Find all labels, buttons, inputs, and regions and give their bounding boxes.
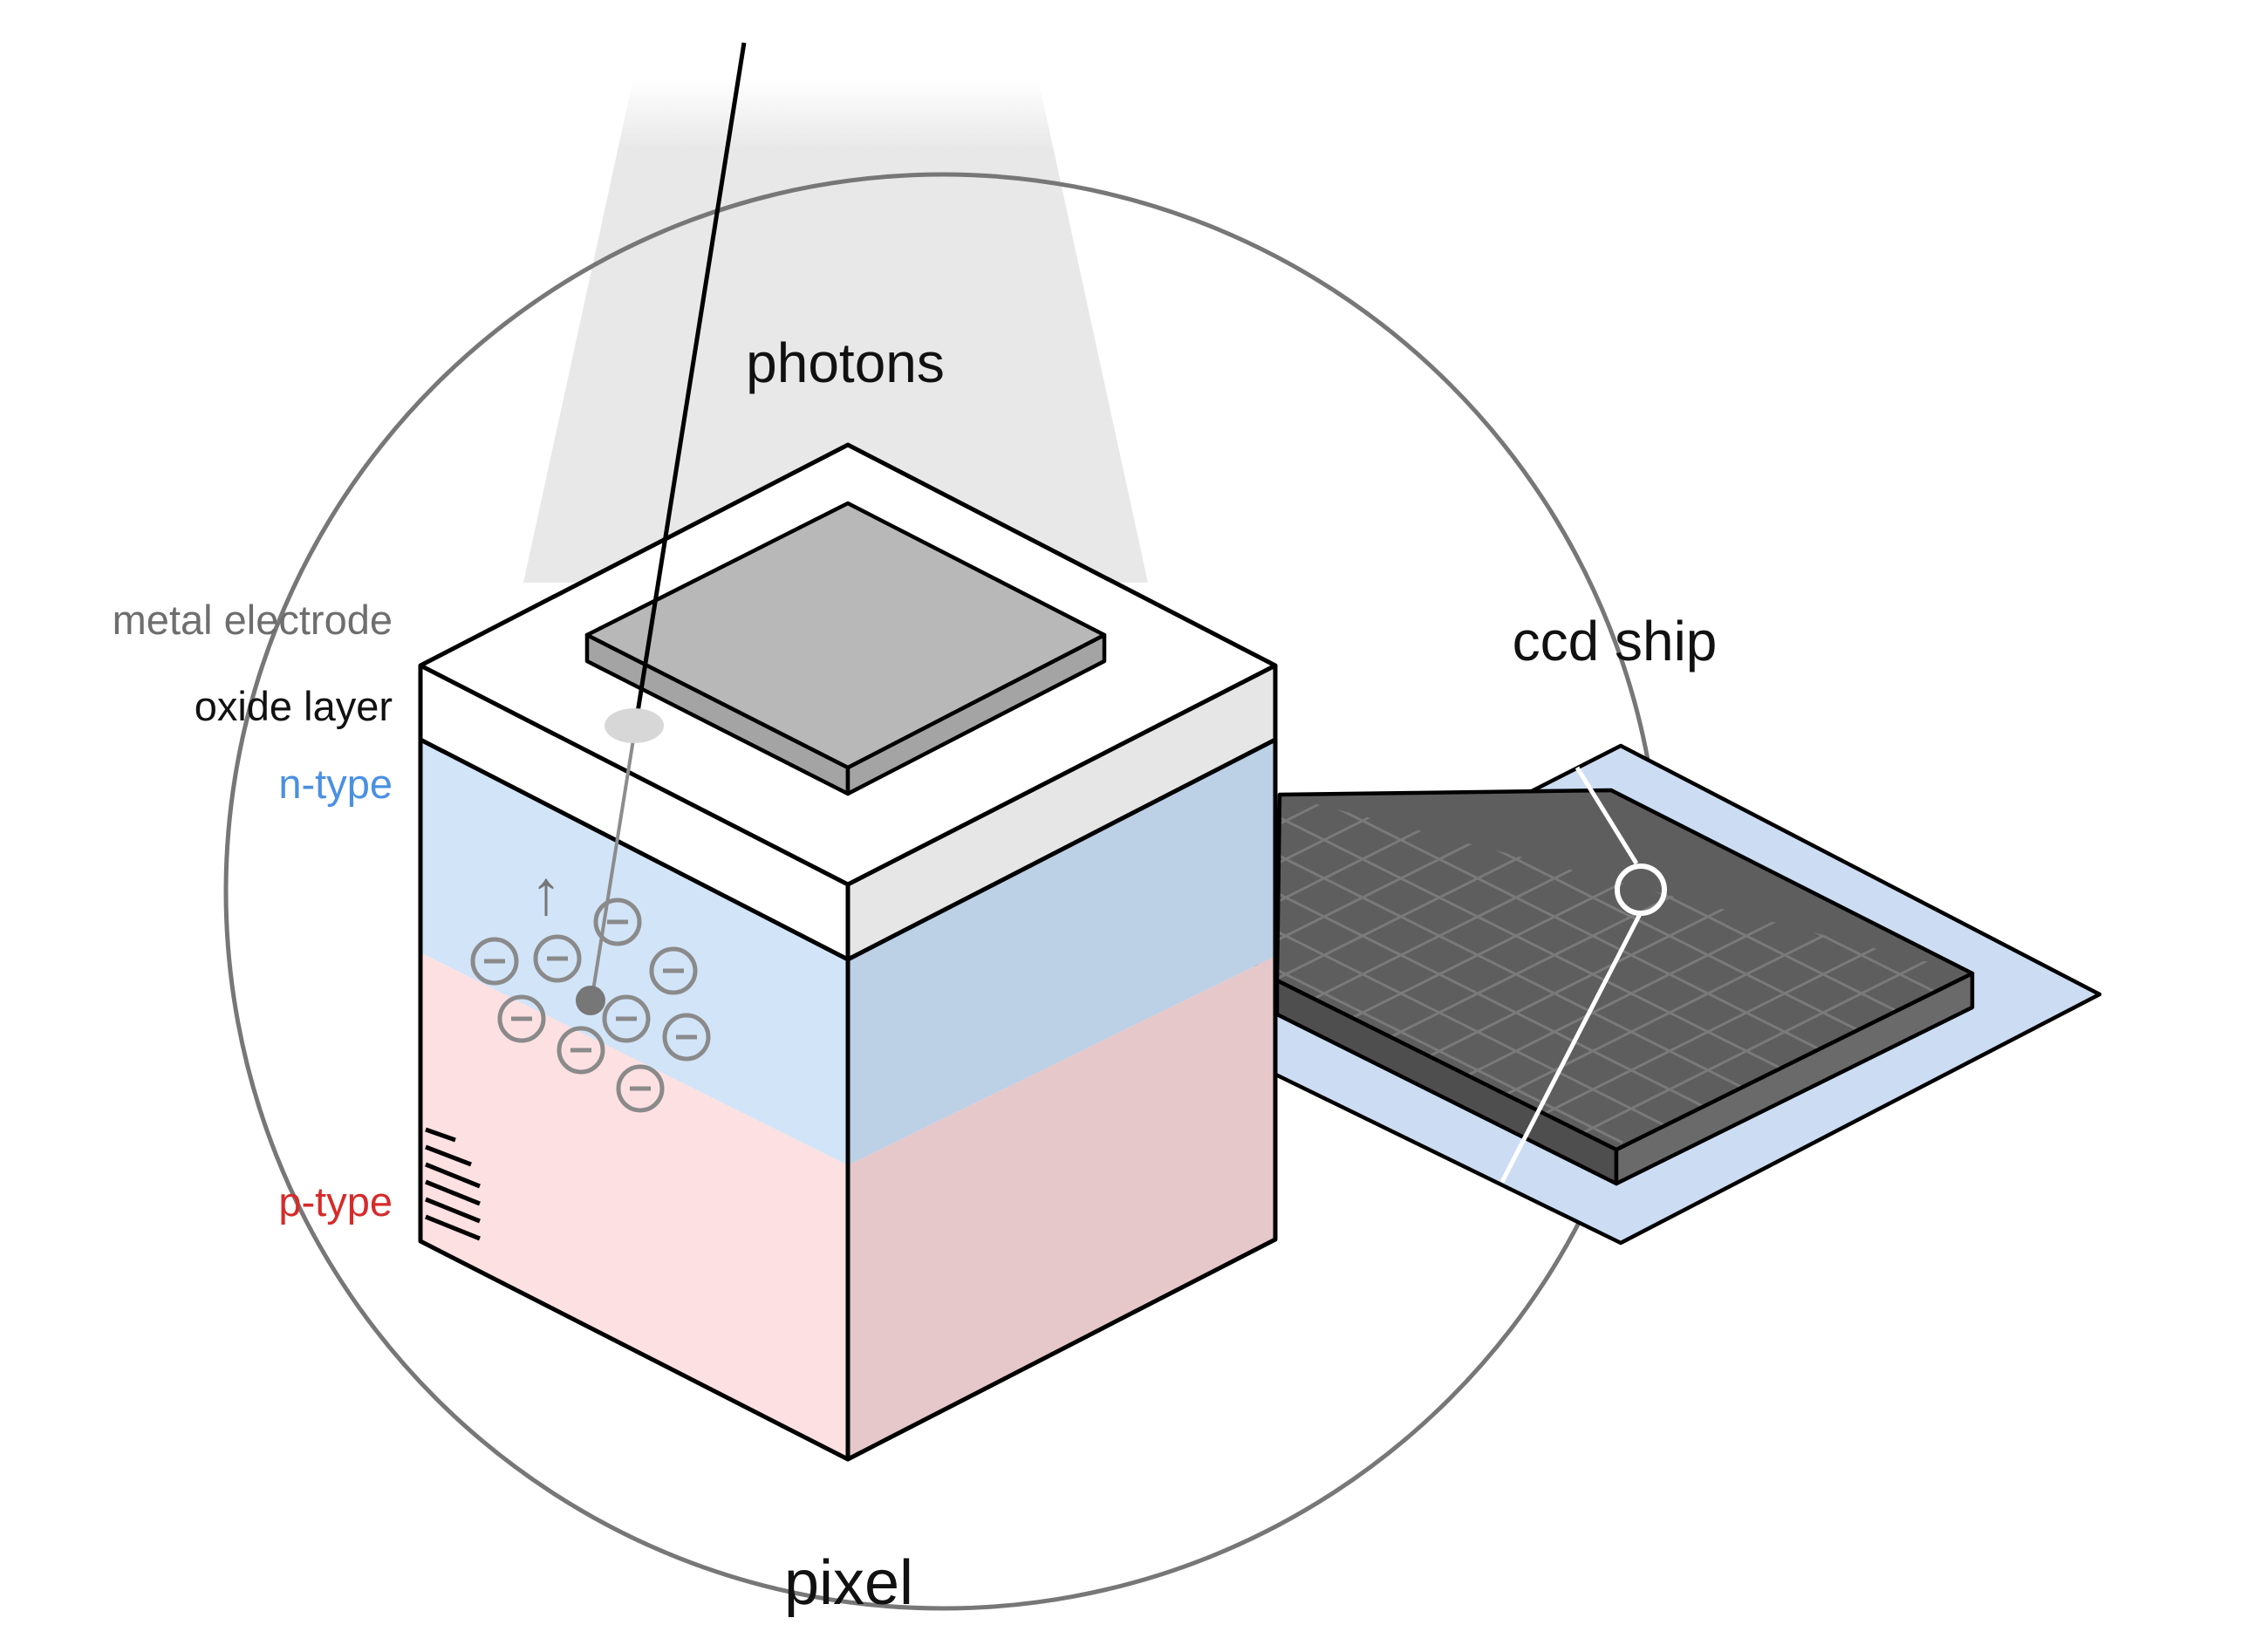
ccd-grid-line [0,750,318,1143]
electron-ring [616,1064,665,1113]
electron [533,934,582,983]
ccd-selected-pixel-marker [1615,864,1667,916]
ccd-grid-line [1277,795,1470,1150]
pixel-outline [418,442,1278,1462]
ccd-grid-line [2066,750,2261,1143]
label-photons: photons [746,331,945,394]
ptype-hatch-marks [425,1127,481,1241]
electron-ring [593,898,642,946]
ccd-grid-line [0,750,394,1143]
electron-ring [602,994,651,1043]
ccd-grid-line [2219,750,2261,1143]
ccd-grid-line [0,750,241,1143]
label-p-type: p-type [278,1178,393,1225]
label-n-type: n-type [278,761,393,807]
oxide-front-face [420,666,848,959]
ccd-grid-line [1277,795,1854,1144]
ccd-grid-line [2066,768,2261,1160]
label-oxide-layer: oxide layer [195,683,393,729]
ntype-right-face [848,740,1275,1165]
electron [616,1064,665,1113]
ccd-grid-line [2142,768,2261,1160]
electron [557,1026,605,1075]
electron-cloud [470,898,711,1113]
photon-ray [634,42,747,719]
ntype-front-face [420,740,848,1165]
photon-entry-spot [605,708,664,743]
electron [602,994,651,1043]
electron [470,937,519,986]
electron [662,1013,711,1062]
electron-ring [497,994,546,1043]
ccd-chip [0,743,2261,1246]
electron-ring [533,934,582,983]
ccd-grid-line [1277,795,1623,1144]
pixel-block [418,442,1278,1462]
electron-ring [470,937,519,986]
ccd-grid-line [1277,795,1777,1144]
ccd-pointer-line [1499,912,1643,1184]
ccd-grid-line [0,768,471,1160]
ccd-grid-line [2142,750,2261,1143]
ccd-grid-line [0,750,10,1143]
ccd-grid-line [0,750,471,1143]
ptype-front-face [420,952,848,1459]
metal-electrode [584,501,1107,770]
electron-drift-arrow: ↑ [530,858,562,928]
ccd-chip-sensor-surface [1277,790,1972,1150]
electron [649,946,698,995]
ccd-grid-line [1277,795,1700,1144]
electron-hole-pair-origin [576,986,605,1015]
label-pixel: pixel [784,1548,913,1618]
label-metal-electrode: metal electrode [113,597,393,643]
ccd-grid-line [0,768,394,1160]
ptype-right-face [848,956,1275,1459]
ccd-grid-line [0,768,241,1160]
ccd-grid-line [0,768,318,1160]
electron [497,994,546,1043]
ccd-grid-line [0,768,87,1160]
ccd-grid-line [0,768,164,1160]
ccd-grid-line [1527,795,1972,1150]
electron-ring [557,1026,605,1075]
ccd-grid-line [1451,795,1972,1150]
label-ccd-chip: ccd ship [1513,610,1718,672]
ccd-grid-line [1277,795,1547,1150]
ccd-grid-line [0,768,10,1160]
ccd-grid-line [1989,750,2261,1143]
oxide-right-face [848,666,1275,959]
photon-ray-inside [590,717,639,1002]
ccd-grid-line [0,750,87,1143]
electron-ring [662,1013,711,1062]
electron [593,898,642,946]
ccd-pointer-line [1575,766,1639,865]
ccd-grid-line [2219,768,2261,1160]
ccd-grid-line [0,750,164,1143]
electron-ring [649,946,698,995]
